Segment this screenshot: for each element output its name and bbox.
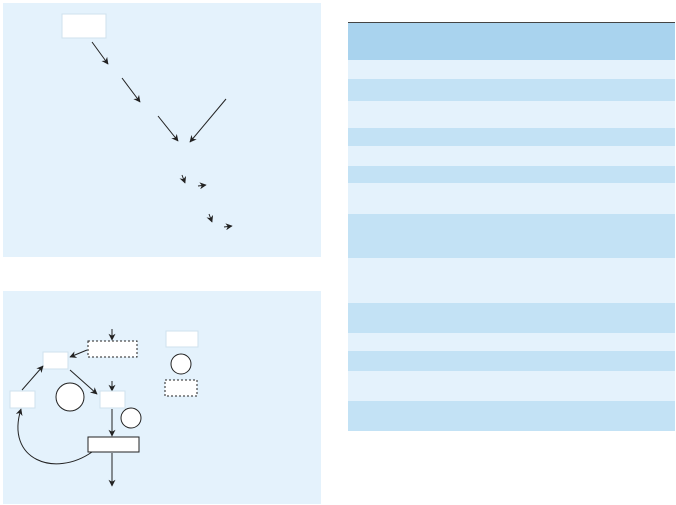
arrow-dashed-to-left	[69, 349, 88, 358]
node-left-top	[42, 351, 69, 370]
table-cell	[348, 101, 675, 105]
table-cell	[348, 79, 675, 83]
table-row	[348, 79, 675, 101]
top-diagram-panel	[3, 3, 321, 257]
legend-circle	[170, 353, 192, 375]
arrow-left-to-down	[69, 369, 98, 395]
table-cell	[348, 371, 675, 375]
top-flow-diagram	[61, 13, 233, 231]
table-cell	[348, 128, 675, 132]
start-box	[61, 13, 107, 39]
table-top-rule	[348, 22, 675, 23]
legend-dashed-box	[164, 379, 198, 397]
circle-small	[120, 407, 142, 429]
bottom-cycle-diagram	[9, 329, 199, 487]
table-row	[348, 371, 675, 401]
table-cell	[348, 333, 675, 337]
table-row	[348, 183, 675, 214]
table-header-cell	[348, 23, 675, 27]
table-cell	[348, 258, 675, 262]
data-table	[348, 22, 675, 431]
table-cell	[348, 303, 675, 307]
table-row	[348, 146, 675, 166]
table-row	[348, 401, 675, 431]
feedback-curve	[15, 408, 93, 465]
table-header-row	[348, 23, 675, 61]
dashed-box-top	[87, 340, 138, 358]
table-cell	[348, 214, 675, 218]
circle-middle	[55, 382, 85, 412]
table-row	[348, 101, 675, 128]
small-arrow-1	[179, 174, 187, 184]
arrow-far-left-to-left	[21, 365, 44, 391]
table-row	[348, 166, 675, 183]
table-row	[348, 214, 675, 258]
table-row	[348, 303, 675, 333]
flow-arrow-3	[157, 115, 179, 142]
small-arrow-3	[206, 213, 214, 223]
table-cell	[348, 60, 675, 64]
flow-arrow-1	[91, 41, 109, 65]
table-row	[348, 258, 675, 303]
table-cell	[348, 146, 675, 150]
table-row	[348, 351, 675, 371]
flow-arrow-2	[121, 77, 141, 103]
table-cell	[348, 183, 675, 187]
legend-box	[165, 330, 199, 348]
node-far-left	[9, 390, 36, 409]
small-arrow-4	[223, 223, 233, 231]
bottom-bar	[87, 436, 140, 453]
small-arrow-2	[197, 182, 207, 190]
table-row	[348, 128, 675, 146]
flow-arrow-4	[189, 98, 227, 143]
table-row	[348, 60, 675, 79]
table-cell	[348, 351, 675, 355]
table-cell	[348, 401, 675, 405]
table-cell	[348, 166, 675, 170]
table-row	[348, 333, 675, 351]
node-mid-right	[99, 390, 126, 409]
